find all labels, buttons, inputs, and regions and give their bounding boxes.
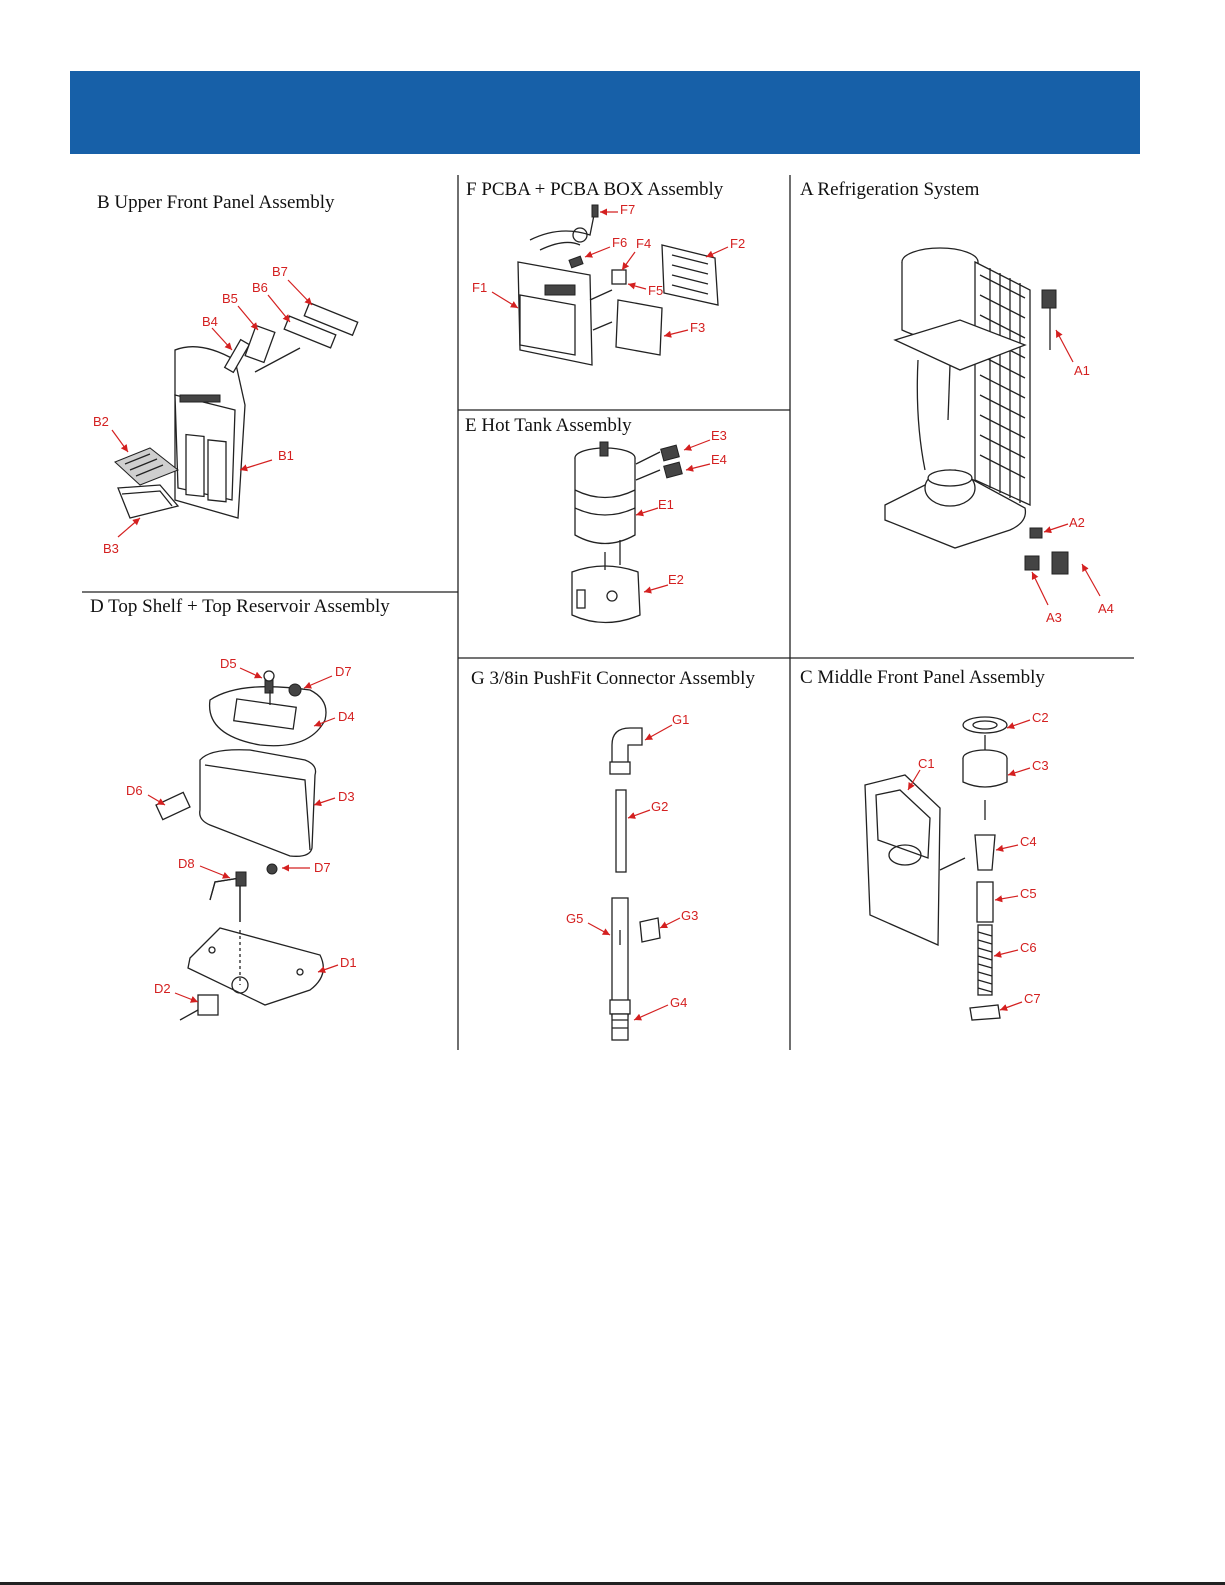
section-title-e: E Hot Tank Assembly — [465, 415, 632, 436]
label-b6: B6 — [252, 280, 268, 295]
section-dividers — [82, 175, 1134, 1050]
callouts-c: C1 C2 C3 C4 C5 C6 C7 — [907, 710, 1049, 1011]
label-e1: E1 — [658, 497, 674, 512]
label-d1: D1 — [340, 955, 357, 970]
section-title-b: B Upper Front Panel Assembly — [97, 192, 335, 213]
label-d4: D4 — [338, 709, 355, 724]
section-title-g: G 3/8in PushFit Connector Assembly — [471, 668, 755, 689]
section-d-top-shelf-reservoir: D Top Shelf + Top Reservoir Assembly — [90, 596, 390, 1021]
label-d6: D6 — [126, 783, 143, 798]
label-a3: A3 — [1046, 610, 1062, 625]
label-g4: G4 — [670, 995, 687, 1010]
label-g1: G1 — [672, 712, 689, 727]
label-c2: C2 — [1032, 710, 1049, 725]
callouts-a: A1 A2 A3 A4 — [1031, 329, 1114, 625]
label-b1: B1 — [278, 448, 294, 463]
label-f5: F5 — [648, 283, 663, 298]
label-b2: B2 — [93, 414, 109, 429]
callouts-f: F1 F2 F3 F4 F5 F6 F7 — [472, 202, 745, 338]
section-c-middle-front-panel: C Middle Front Panel Assembly C1 C2 C3 — [800, 667, 1049, 1021]
label-e4: E4 — [711, 452, 727, 467]
label-f6: F6 — [612, 235, 627, 250]
section-e-hot-tank: E Hot Tank Assembly E1 E2 E3 E4 — [465, 415, 727, 624]
label-e2: E2 — [668, 572, 684, 587]
label-f1: F1 — [472, 280, 487, 295]
label-f7: F7 — [620, 202, 635, 217]
label-f3: F3 — [690, 320, 705, 335]
section-b-upper-front-panel: B Upper Front Panel Assembly B1 B2 B3 — [93, 192, 359, 556]
label-c3: C3 — [1032, 758, 1049, 773]
label-g3: G3 — [681, 908, 698, 923]
section-g-pushfit-connector: G 3/8in PushFit Connector Assembly G1 G2… — [471, 668, 755, 1041]
label-b5: B5 — [222, 291, 238, 306]
label-f4: F4 — [636, 236, 651, 251]
label-b7: B7 — [272, 264, 288, 279]
label-g2: G2 — [651, 799, 668, 814]
label-d3: D3 — [338, 789, 355, 804]
label-d5: D5 — [220, 656, 237, 671]
label-d8: D8 — [178, 856, 195, 871]
callouts-b: B1 B2 B3 B4 B5 B6 B7 — [93, 264, 313, 556]
section-title-a: A Refrigeration System — [800, 179, 980, 200]
label-c7: C7 — [1024, 991, 1041, 1006]
label-b3: B3 — [103, 541, 119, 556]
callouts-d: D1 D2 D3 D4 D5 D6 D7 D7 D8 — [126, 656, 357, 1003]
callouts-e: E1 E2 E3 E4 — [635, 428, 727, 594]
label-c4: C4 — [1020, 834, 1037, 849]
bottom-rule — [0, 1582, 1225, 1585]
label-d7-bottom: D7 — [314, 860, 331, 875]
label-c1: C1 — [918, 756, 935, 771]
label-d7-top: D7 — [335, 664, 352, 679]
section-f-pcba-box: F PCBA + PCBA BOX Assembly F1 F2 F3 — [466, 179, 745, 366]
label-a2: A2 — [1069, 515, 1085, 530]
label-c6: C6 — [1020, 940, 1037, 955]
label-a1: A1 — [1074, 363, 1090, 378]
callouts-g: G1 G2 G3 G4 G5 — [566, 712, 698, 1021]
label-d2: D2 — [154, 981, 171, 996]
label-f2: F2 — [730, 236, 745, 251]
label-g5: G5 — [566, 911, 583, 926]
header-banner — [70, 71, 1140, 154]
section-title-d: D Top Shelf + Top Reservoir Assembly — [90, 596, 390, 617]
section-a-refrigeration: A Refrigeration System A1 A2 — [800, 179, 1114, 625]
label-e3: E3 — [711, 428, 727, 443]
section-title-f: F PCBA + PCBA BOX Assembly — [466, 179, 724, 200]
label-a4: A4 — [1098, 601, 1114, 616]
label-b4: B4 — [202, 314, 218, 329]
label-c5: C5 — [1020, 886, 1037, 901]
section-title-c: C Middle Front Panel Assembly — [800, 667, 1045, 688]
